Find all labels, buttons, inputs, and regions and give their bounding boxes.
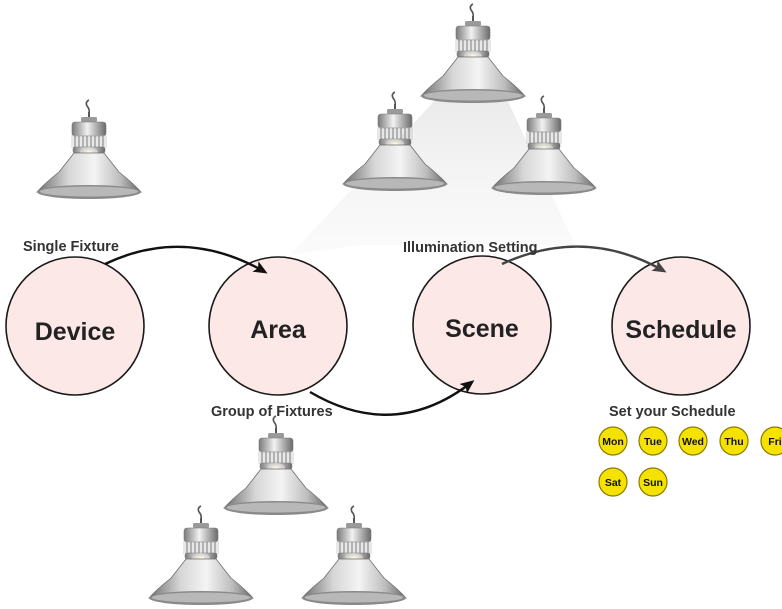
day-badge-sat: Sat: [598, 467, 628, 497]
schedule-label: Schedule: [625, 316, 736, 344]
scene-label: Scene: [445, 315, 519, 343]
high-bay-light-fixture-icon: [301, 505, 407, 606]
day-badge-fri: Fri: [760, 426, 782, 456]
arrow-device-to-area: [104, 245, 268, 274]
arrow-area-to-scene: [309, 380, 475, 416]
single-fixture-caption: Single Fixture: [23, 239, 119, 255]
day-label: Mon: [602, 436, 624, 448]
high-bay-light-fixture-icon: [148, 505, 254, 606]
day-badge-tue: Tue: [638, 426, 668, 456]
day-badge-thu: Thu: [719, 426, 749, 456]
device-node: [5, 256, 145, 396]
day-badge-mon: Mon: [598, 426, 628, 456]
day-label: Tue: [644, 436, 662, 448]
day-label: Thu: [724, 436, 743, 448]
day-label: Sun: [643, 477, 663, 489]
illumination-setting-caption: Illumination Setting: [403, 240, 538, 256]
arrow-scene-to-schedule: [501, 245, 667, 273]
area-node: [208, 256, 348, 396]
high-bay-light-fixture-icon: [420, 3, 526, 104]
area-label: Area: [250, 316, 307, 344]
day-label: Sat: [605, 477, 622, 489]
device-label: Device: [35, 318, 116, 346]
high-bay-light-fixture-icon: [223, 415, 329, 516]
schedule-node: [611, 256, 751, 396]
group-of-fixtures-caption: Group of Fixtures: [211, 404, 333, 420]
set-your-schedule-caption: Set your Schedule: [609, 404, 736, 420]
scene-node: [412, 255, 552, 395]
day-badge-sun: Sun: [638, 467, 668, 497]
day-label: Wed: [682, 436, 704, 448]
day-badge-wed: Wed: [678, 426, 708, 456]
day-label: Fri: [768, 436, 782, 448]
high-bay-light-fixture-icon: [36, 99, 142, 200]
